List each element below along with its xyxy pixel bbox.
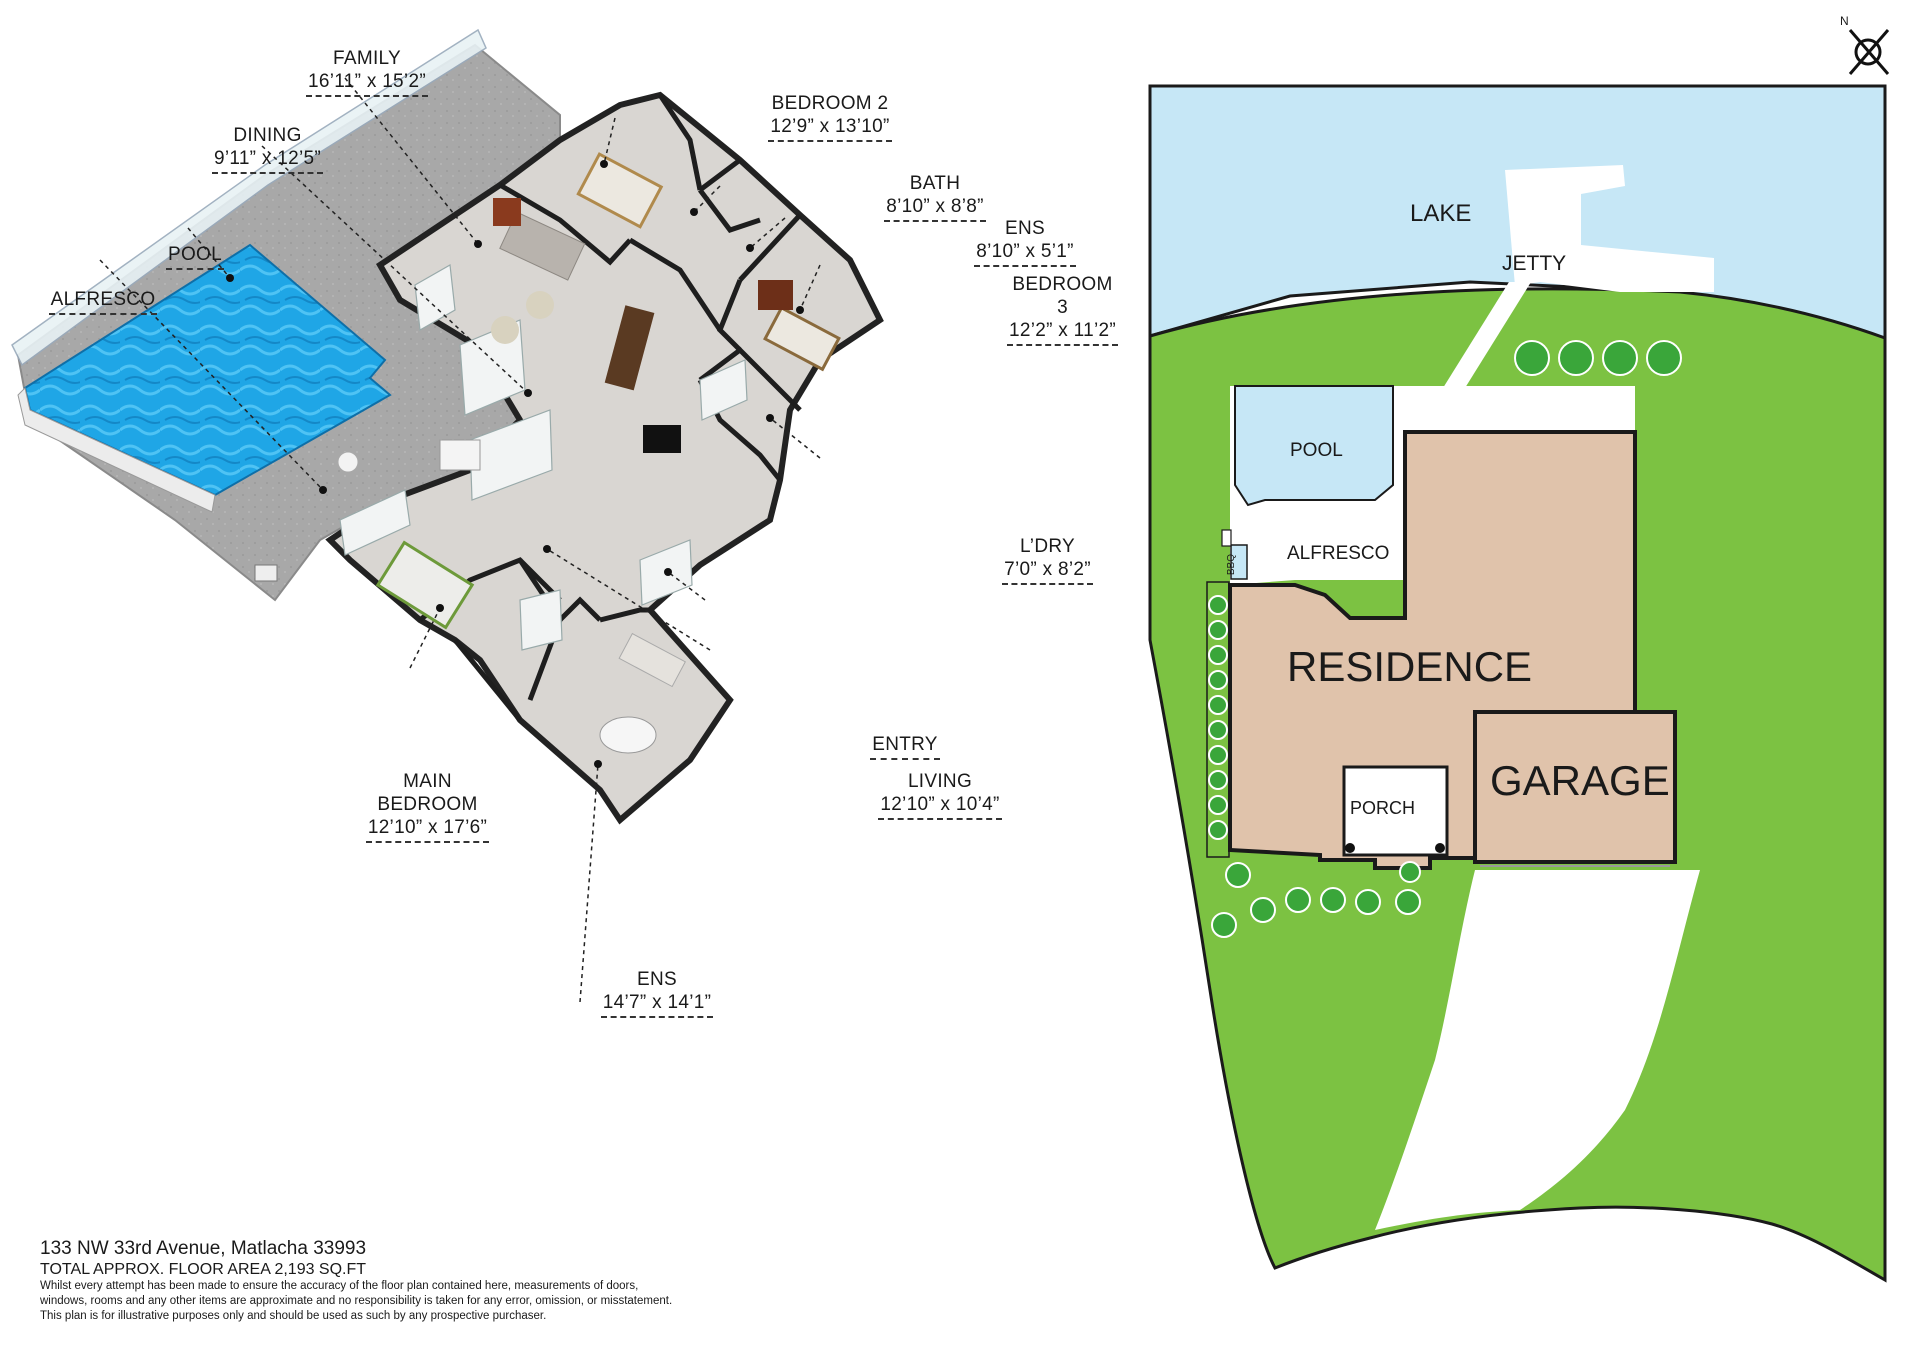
- porch: [1342, 765, 1449, 857]
- outdoor-chair: [254, 564, 278, 582]
- site-label-porch: PORCH: [1350, 798, 1416, 818]
- pool-site: [1234, 385, 1394, 507]
- piano: [643, 425, 681, 453]
- label-pool: POOL: [160, 243, 230, 270]
- dresser: [758, 280, 793, 310]
- bed-bedroom2: [576, 152, 664, 229]
- bbq-unit: [1221, 529, 1232, 547]
- floor-plan-3d: [11, 28, 884, 1003]
- jetty: [1505, 165, 1714, 292]
- plan-footer: 133 NW 33rd Avenue, Matlacha 33993 TOTAL…: [40, 1238, 840, 1324]
- dining-table: [439, 439, 481, 471]
- site-label-alfresco: ALFRESCO: [1287, 543, 1390, 564]
- label-alfresco: ALFRESCO: [48, 288, 158, 315]
- room-markers: [226, 160, 804, 768]
- site-label-pool: POOL: [1290, 440, 1343, 461]
- label-entry: ENTRY: [865, 733, 945, 760]
- site-plan: [1148, 29, 1890, 1283]
- total-floor-area: TOTAL APPROX. FLOOR AREA 2,193 SQ.FT: [40, 1261, 367, 1278]
- glass-partitions: [339, 264, 748, 651]
- label-leaders: [99, 77, 821, 1003]
- bbq: [1230, 544, 1248, 580]
- armchair: [526, 291, 554, 319]
- disclaimer-line-3: This plan is for illustrative purposes o…: [40, 1310, 547, 1322]
- outdoor-column: [337, 451, 359, 473]
- site-label-jetty: JETTY: [1502, 252, 1567, 275]
- site-label-bbq: BBQ: [1226, 554, 1237, 576]
- pool-edge: [17, 387, 216, 513]
- interior-walls: [418, 93, 802, 722]
- site-label-lake: LAKE: [1410, 200, 1472, 227]
- disclaimer-line-1: Whilst every attempt has been made to en…: [40, 1280, 639, 1292]
- bathtub: [599, 716, 657, 754]
- glass-balustrade: [11, 28, 487, 367]
- site-label-north: N: [1840, 14, 1849, 28]
- driveway: [1375, 870, 1700, 1230]
- kitchen-island: [604, 305, 655, 391]
- bed-main: [375, 540, 475, 630]
- vanity: [618, 632, 686, 688]
- jetty-walkway: [1438, 282, 1531, 396]
- property-address: 133 NW 33rd Avenue, Matlacha 33993: [40, 1238, 367, 1259]
- north-arrow-icon: [1848, 29, 1890, 75]
- garage: [1473, 710, 1677, 864]
- armchair: [491, 316, 519, 344]
- site-label-residence: RESIDENCE: [1287, 643, 1533, 690]
- furniture: [254, 152, 841, 754]
- disclaimer-line-2: windows, rooms and any other items are a…: [40, 1295, 673, 1307]
- sofa: [499, 211, 586, 281]
- trees: [1208, 340, 1682, 938]
- cabinet: [493, 198, 521, 226]
- bed-bedroom3: [763, 305, 841, 372]
- site-label-garage: GARAGE: [1490, 757, 1670, 804]
